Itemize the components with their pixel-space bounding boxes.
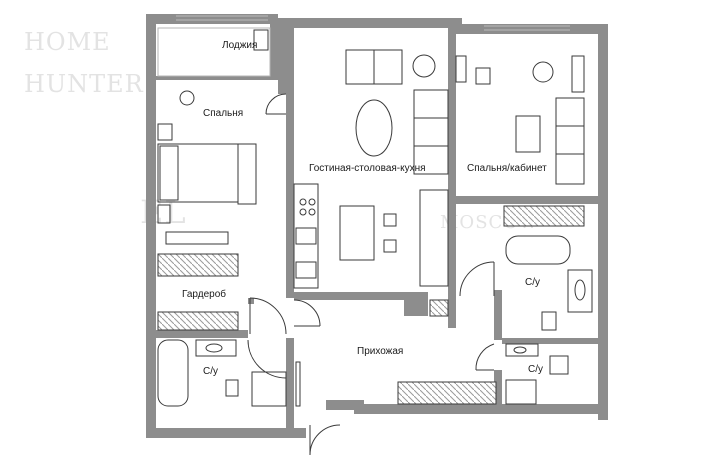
- room-label-wardrobe: Гардероб: [182, 289, 226, 300]
- room-label-bedroom-office: Спальня/кабинет: [467, 163, 547, 174]
- interior-lines: [157, 15, 593, 455]
- walls: [146, 14, 608, 438]
- watermark-brand-line1: HOME: [24, 28, 111, 56]
- room-label-bathroom-2: С/у: [525, 277, 540, 288]
- room-label-living-kitchen: Гостиная-столовая-кухня: [309, 163, 426, 174]
- room-label-hallway: Прихожая: [357, 346, 404, 357]
- watermark-brand-line2: HUNTER: [24, 70, 144, 98]
- room-label-loggia: Лоджия: [222, 40, 258, 51]
- room-label-bedroom: Спальня: [203, 108, 244, 119]
- room-label-bathroom-3: С/у: [528, 364, 543, 375]
- room-label-bathroom-1: С/у: [203, 366, 218, 377]
